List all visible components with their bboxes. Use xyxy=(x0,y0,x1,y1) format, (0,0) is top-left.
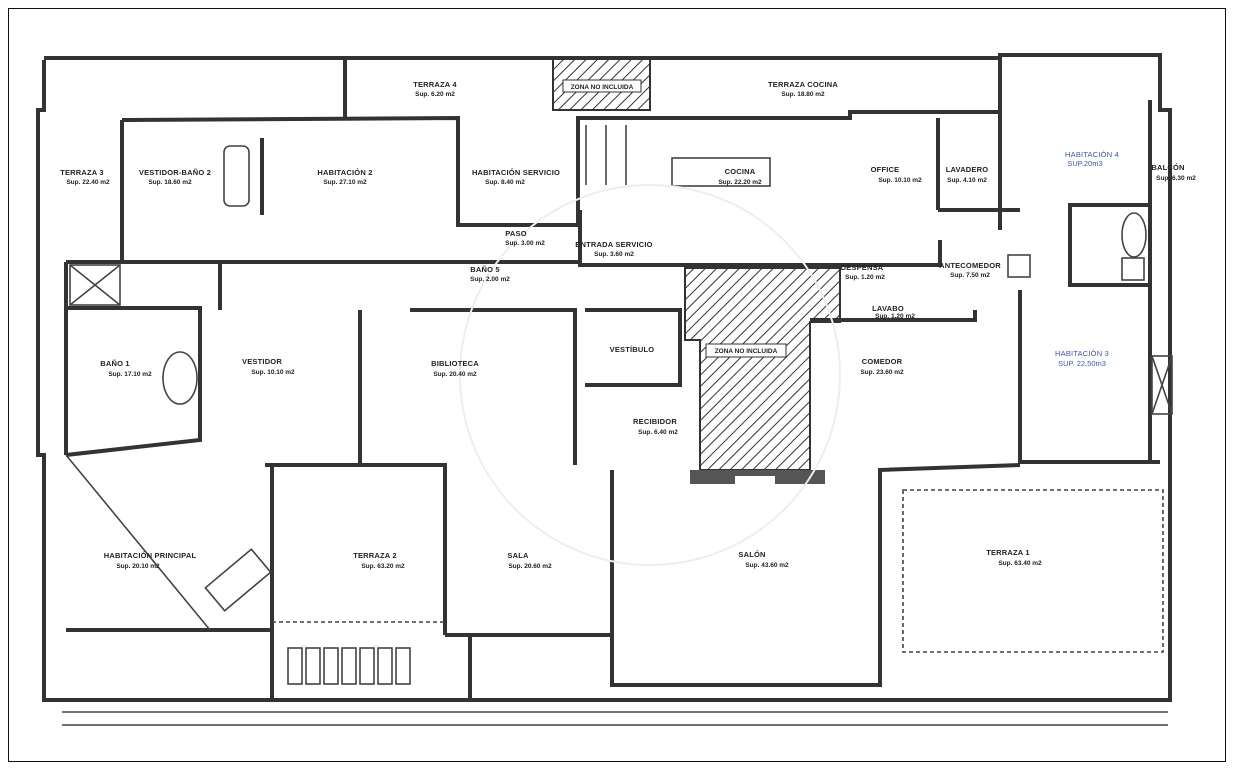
svg-text:HABITACIÓN 4: HABITACIÓN 4 xyxy=(1065,150,1119,159)
room-cocina: COCINA Sup. 22.20 m2 xyxy=(718,167,762,186)
room-habitacion-2: HABITACIÓN 2 Sup. 27.10 m2 xyxy=(317,168,372,186)
svg-text:Sup. 22.40 m2: Sup. 22.40 m2 xyxy=(66,179,110,186)
room-habitacion-servicio: HABITACIÓN SERVICIO Sup. 8.40 m2 xyxy=(472,168,560,186)
svg-text:LAVABO: LAVABO xyxy=(872,304,904,313)
room-vestibulo: VESTÍBULO xyxy=(610,345,655,354)
svg-text:Sup. 3.60 m2: Sup. 3.60 m2 xyxy=(594,251,634,258)
svg-text:VESTIDOR: VESTIDOR xyxy=(242,357,282,366)
svg-text:SUP.20m3: SUP.20m3 xyxy=(1067,159,1102,168)
svg-text:Sup. 1.20 m2: Sup. 1.20 m2 xyxy=(875,313,915,320)
svg-text:Sup. 63.40 m2: Sup. 63.40 m2 xyxy=(998,560,1042,567)
svg-text:Sup. 18.60 m2: Sup. 18.60 m2 xyxy=(148,179,192,186)
room-zona-no-incluida-center: ZONA NO INCLUIDA xyxy=(705,343,787,358)
svg-text:Sup. 3.00 m2: Sup. 3.00 m2 xyxy=(505,240,545,247)
room-terraza-2: TERRAZA 2 Sup. 63.20 m2 xyxy=(353,551,405,570)
svg-text:Sup. 6.20 m2: Sup. 6.20 m2 xyxy=(415,91,455,98)
svg-text:SUP. 22,50m3: SUP. 22,50m3 xyxy=(1058,359,1106,368)
svg-text:Sup. 20.10 m2: Sup. 20.10 m2 xyxy=(116,563,160,570)
room-paso: PASO Sup. 3.00 m2 xyxy=(505,229,545,247)
svg-text:LAVADERO: LAVADERO xyxy=(946,165,989,174)
room-biblioteca: BIBLIOTECA Sup. 20.40 m2 xyxy=(431,359,479,378)
svg-text:BALCÓN: BALCÓN xyxy=(1151,163,1184,172)
svg-text:BAÑO 1: BAÑO 1 xyxy=(100,359,130,368)
room-terraza-4: TERRAZA 4 Sup. 6.20 m2 xyxy=(413,80,457,98)
svg-text:TERRAZA 1: TERRAZA 1 xyxy=(986,548,1030,557)
svg-text:COCINA: COCINA xyxy=(725,167,756,176)
svg-text:Sup. 27.10 m2: Sup. 27.10 m2 xyxy=(323,179,367,186)
room-despensa: DESPENSA Sup. 1.20 m2 xyxy=(841,263,886,281)
room-office: OFFICE Sup. 10.10 m2 xyxy=(871,165,922,184)
svg-text:ENTRADA SERVICIO: ENTRADA SERVICIO xyxy=(575,240,652,249)
page-frame xyxy=(8,8,1226,762)
svg-text:Sup. 22.20 m2: Sup. 22.20 m2 xyxy=(718,179,762,186)
room-balcon: BALCÓN Sup. 6.30 m2 xyxy=(1151,163,1196,182)
room-vestidor: VESTIDOR Sup. 10.10 m2 xyxy=(242,357,295,376)
room-habitacion-principal: HABITACIÓN PRINCIPAL Sup. 20.10 m2 xyxy=(104,551,197,570)
svg-text:Sup. 43.60 m2: Sup. 43.60 m2 xyxy=(745,562,789,569)
svg-text:Sup. 6.30 m2: Sup. 6.30 m2 xyxy=(1156,175,1196,182)
excluded-zones xyxy=(552,57,841,486)
svg-text:SALÓN: SALÓN xyxy=(738,550,765,559)
svg-text:HABITACIÓN 2: HABITACIÓN 2 xyxy=(317,168,372,177)
svg-text:TERRAZA 4: TERRAZA 4 xyxy=(413,80,457,89)
room-salon: SALÓN Sup. 43.60 m2 xyxy=(738,550,789,569)
svg-text:ZONA NO INCLUIDA: ZONA NO INCLUIDA xyxy=(571,84,634,91)
room-antecomedor: ANTECOMEDOR Sup. 7.50 m2 xyxy=(939,261,1001,279)
svg-text:Sup. 1.20 m2: Sup. 1.20 m2 xyxy=(845,274,885,281)
room-terraza-cocina: TERRAZA COCINA Sup. 18.80 m2 xyxy=(768,80,838,98)
svg-text:Sup. 8.40 m2: Sup. 8.40 m2 xyxy=(485,179,525,186)
fixtures xyxy=(69,125,1173,685)
svg-text:VESTIDOR-BAÑO 2: VESTIDOR-BAÑO 2 xyxy=(139,168,211,177)
room-recibidor: RECIBIDOR Sup. 6.40 m2 xyxy=(633,417,678,436)
svg-text:Sup. 7.50 m2: Sup. 7.50 m2 xyxy=(950,272,990,279)
room-terraza-3: TERRAZA 3 Sup. 22.40 m2 xyxy=(60,168,110,186)
watermark-circle xyxy=(459,184,841,566)
room-bano-5: BAÑO 5 Sup. 2.00 m2 xyxy=(470,265,510,283)
svg-text:VESTÍBULO: VESTÍBULO xyxy=(610,345,655,354)
svg-text:DESPENSA: DESPENSA xyxy=(841,263,884,272)
svg-text:Sup. 4.10 m2: Sup. 4.10 m2 xyxy=(947,177,987,184)
svg-text:Sup. 23.60 m2: Sup. 23.60 m2 xyxy=(860,369,904,376)
room-lavadero: LAVADERO Sup. 4.10 m2 xyxy=(946,165,989,184)
svg-text:SALA: SALA xyxy=(507,551,529,560)
svg-text:HABITACIÓN 3: HABITACIÓN 3 xyxy=(1055,349,1109,358)
room-terraza-1: TERRAZA 1 Sup. 63.40 m2 xyxy=(986,548,1042,567)
svg-text:Sup. 10.10 m2: Sup. 10.10 m2 xyxy=(878,177,922,184)
svg-text:PASO: PASO xyxy=(505,229,527,238)
stair xyxy=(287,647,411,685)
svg-text:Sup. 63.20 m2: Sup. 63.20 m2 xyxy=(361,563,405,570)
svg-text:RECIBIDOR: RECIBIDOR xyxy=(633,417,677,426)
svg-text:Sup. 6.40 m2: Sup. 6.40 m2 xyxy=(638,429,678,436)
room-entrada-servicio: ENTRADA SERVICIO Sup. 3.60 m2 xyxy=(575,240,652,258)
svg-text:TERRAZA 3: TERRAZA 3 xyxy=(60,168,104,177)
room-labels: TERRAZA 4 Sup. 6.20 m2 ZONA NO INCLUIDA T… xyxy=(60,79,1196,570)
svg-text:ZONA NO INCLUIDA: ZONA NO INCLUIDA xyxy=(715,348,778,355)
svg-text:Sup. 20.60 m2: Sup. 20.60 m2 xyxy=(508,563,552,570)
walls xyxy=(36,53,1172,726)
svg-text:COMEDOR: COMEDOR xyxy=(862,357,903,366)
room-bano-1: BAÑO 1 Sup. 17.10 m2 xyxy=(100,359,152,378)
svg-text:Sup. 18.80 m2: Sup. 18.80 m2 xyxy=(781,91,825,98)
svg-text:Sup. 17.10 m2: Sup. 17.10 m2 xyxy=(108,371,152,378)
svg-text:ANTECOMEDOR: ANTECOMEDOR xyxy=(939,261,1001,270)
room-zona-no-incluida-top: ZONA NO INCLUIDA xyxy=(562,79,642,93)
svg-text:HABITACIÓN PRINCIPAL: HABITACIÓN PRINCIPAL xyxy=(104,551,197,560)
svg-text:Sup. 2.00 m2: Sup. 2.00 m2 xyxy=(470,276,510,283)
svg-text:Sup. 20.40 m2: Sup. 20.40 m2 xyxy=(433,371,477,378)
svg-text:BAÑO 5: BAÑO 5 xyxy=(470,265,500,274)
svg-text:HABITACIÓN SERVICIO: HABITACIÓN SERVICIO xyxy=(472,168,560,177)
room-sala: SALA Sup. 20.60 m2 xyxy=(507,551,552,570)
svg-text:OFFICE: OFFICE xyxy=(871,165,900,174)
room-vestidor-bano-2: VESTIDOR-BAÑO 2 Sup. 18.60 m2 xyxy=(139,168,211,186)
svg-text:TERRAZA COCINA: TERRAZA COCINA xyxy=(768,80,838,89)
room-comedor: COMEDOR Sup. 23.60 m2 xyxy=(860,357,904,376)
svg-text:TERRAZA 2: TERRAZA 2 xyxy=(353,551,397,560)
svg-text:Sup. 10.10 m2: Sup. 10.10 m2 xyxy=(251,369,295,376)
svg-text:BIBLIOTECA: BIBLIOTECA xyxy=(431,359,479,368)
